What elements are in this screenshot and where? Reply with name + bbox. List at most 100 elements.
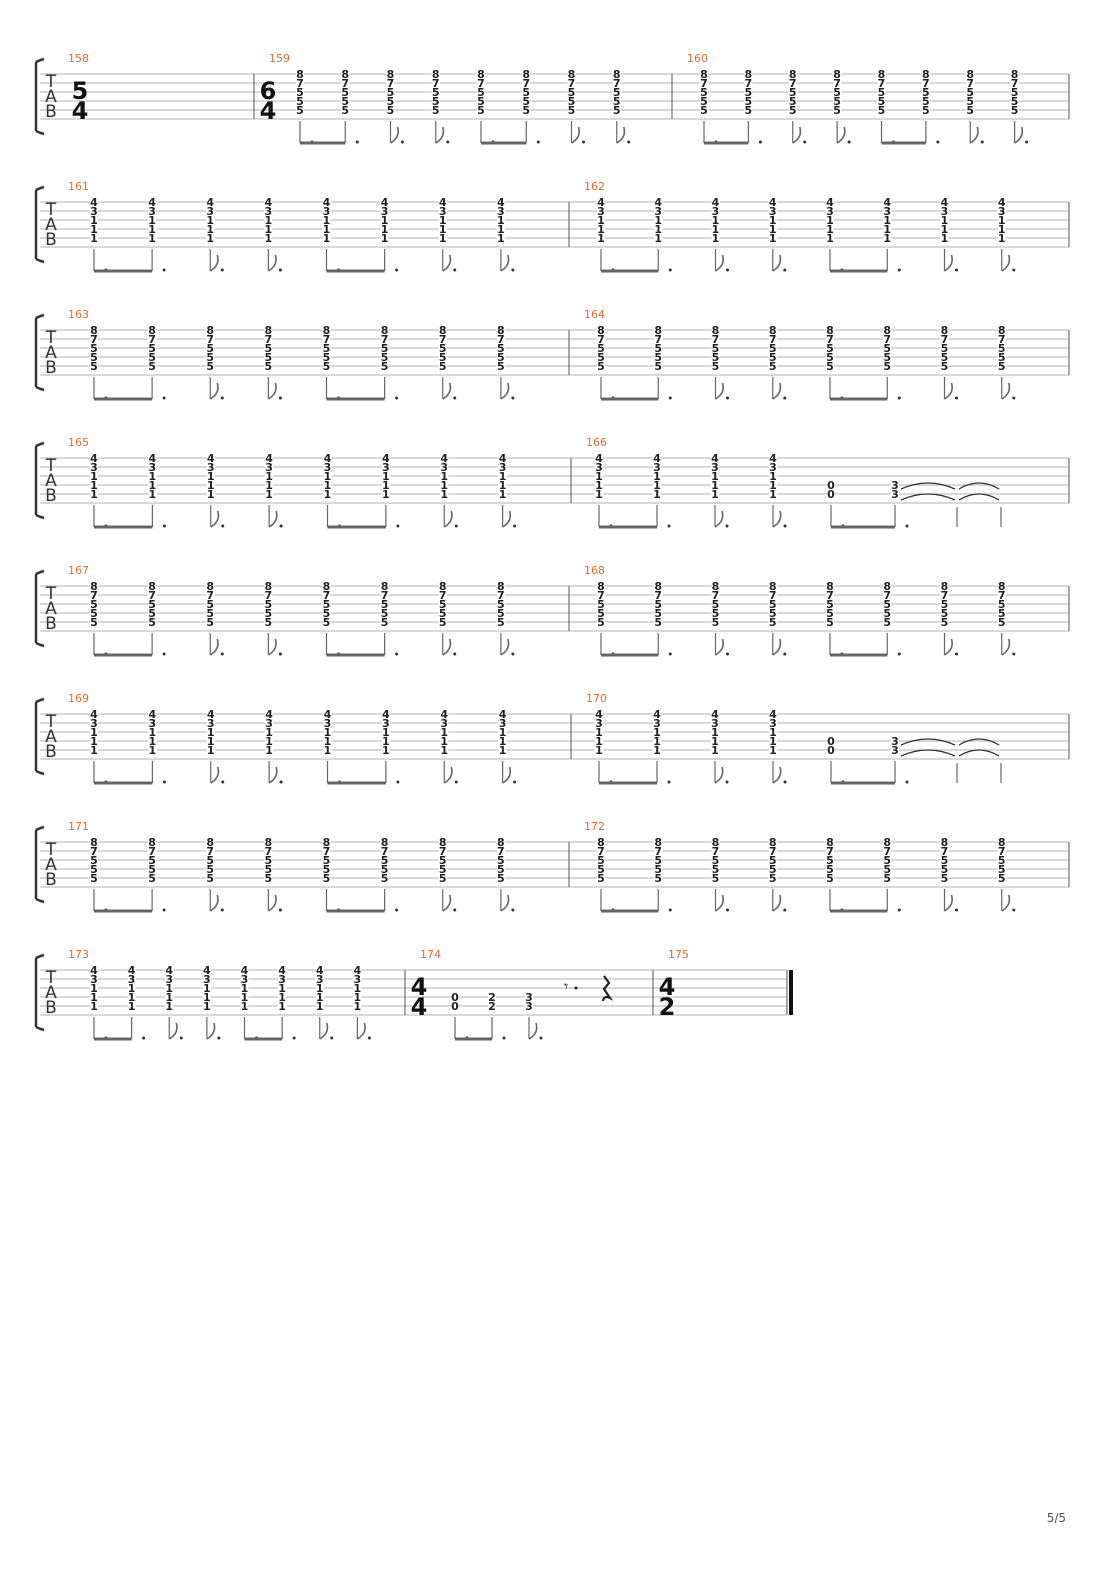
- fret-number: 5: [148, 854, 156, 867]
- measure-162: 1624311143111431114311143111431114311143…: [584, 180, 1070, 273]
- fret-number: 3: [654, 205, 662, 218]
- fret-background: [595, 472, 603, 481]
- note-dot: [955, 396, 958, 400]
- fret-number: 1: [499, 735, 507, 748]
- fret-number: 1: [265, 470, 273, 483]
- fret-background: [788, 70, 797, 79]
- fret-number: 5: [341, 95, 349, 108]
- fret-background: [654, 874, 663, 883]
- fret-background: [826, 600, 834, 609]
- fret-number: 5: [439, 872, 447, 885]
- fret-number: 5: [568, 104, 576, 117]
- fret-background: [597, 198, 605, 207]
- fret-number: 1: [381, 232, 389, 245]
- fret-background: [653, 746, 661, 755]
- fret-background: [711, 463, 719, 472]
- fret-background: [148, 838, 157, 847]
- fret-number: 8: [941, 580, 949, 593]
- fret-background: [891, 481, 899, 490]
- fret-number: 5: [381, 360, 389, 373]
- fret-background: [440, 472, 449, 481]
- fret-number: 4: [90, 196, 98, 209]
- note-flag: [969, 126, 979, 144]
- fret-number: 4: [499, 452, 507, 465]
- fret-background: [265, 463, 274, 472]
- note-flag: [616, 126, 626, 144]
- fret-background: [148, 225, 157, 234]
- fret-number: 1: [90, 726, 98, 739]
- fret-number: 5: [654, 863, 662, 876]
- fret-number: 3: [891, 479, 899, 492]
- fret-number: 1: [381, 223, 389, 236]
- fret-number: 5: [323, 616, 331, 629]
- measure-172: 1728755587555875558755587555875558755587…: [584, 820, 1070, 913]
- fret-background: [265, 719, 274, 728]
- fret-number: 4: [90, 708, 98, 721]
- fret-number: 7: [998, 845, 1006, 858]
- fret-background: [206, 344, 215, 353]
- fret-background: [90, 234, 98, 243]
- fret-background: [90, 481, 98, 490]
- fret-background: [90, 609, 98, 618]
- fret-number: 1: [148, 223, 156, 236]
- fret-background: [438, 198, 447, 207]
- fret-number: 5: [941, 607, 949, 620]
- fret-background: [997, 600, 1006, 609]
- fret-background: [148, 600, 157, 609]
- fret-background: [380, 326, 389, 335]
- fret-number: 3: [653, 717, 661, 730]
- fret-background: [654, 353, 663, 362]
- fret-background: [438, 600, 447, 609]
- fret-background: [498, 737, 507, 746]
- fret-background: [940, 838, 949, 847]
- fret-number: 1: [323, 232, 331, 245]
- fret-background: [711, 591, 720, 600]
- fret-background: [612, 106, 621, 115]
- fret-number: 1: [654, 223, 662, 236]
- fret-background: [440, 454, 449, 463]
- fret-background: [921, 106, 930, 115]
- fret-background: [496, 582, 505, 591]
- tab-clef-letter: B: [45, 998, 57, 1018]
- fret-background: [477, 70, 485, 79]
- fret-number: 5: [296, 95, 304, 108]
- fret-background: [264, 335, 273, 344]
- fret-number: 5: [826, 360, 834, 373]
- fret-number: 5: [769, 854, 777, 867]
- fret-number: 1: [711, 726, 719, 739]
- fret-number: 5: [148, 360, 156, 373]
- fret-number: 1: [324, 735, 332, 748]
- fret-number: 1: [998, 232, 1006, 245]
- fret-background: [883, 353, 892, 362]
- tab-clef-letter: T: [45, 72, 57, 92]
- fret-number: 8: [769, 324, 777, 337]
- fret-number: 1: [265, 479, 273, 492]
- fret-background: [827, 481, 835, 490]
- note-dot: [668, 396, 672, 400]
- fret-number: 1: [203, 982, 211, 995]
- fret-background: [296, 70, 304, 79]
- time-signature-top: 4: [659, 973, 676, 1001]
- fret-background: [296, 106, 304, 115]
- fret-number: 1: [354, 991, 362, 1004]
- fret-number: 3: [883, 205, 891, 218]
- fret-number: 1: [439, 214, 447, 227]
- fret-number: 8: [700, 68, 708, 81]
- note-flag: [268, 510, 278, 528]
- fret-number: 1: [769, 470, 777, 483]
- fret-background: [206, 490, 215, 499]
- note-flag: [944, 638, 953, 656]
- measure-number: 175: [668, 948, 689, 961]
- fret-background: [323, 490, 332, 499]
- fret-number: 5: [883, 872, 891, 885]
- fret-background: [148, 353, 157, 362]
- fret-background: [826, 353, 834, 362]
- note-dot: [220, 268, 224, 272]
- fret-number: 5: [769, 863, 777, 876]
- fret-background: [496, 838, 505, 847]
- fret-background: [323, 710, 332, 719]
- fret-background: [654, 216, 663, 225]
